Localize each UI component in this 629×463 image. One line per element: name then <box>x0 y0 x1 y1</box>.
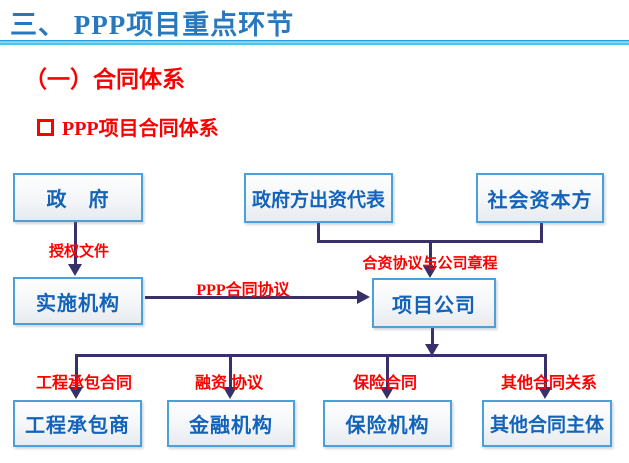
arrowhead-to-implementing-agency <box>68 264 82 276</box>
arrowhead-to-financial <box>223 387 237 399</box>
title-underline-rule <box>0 40 629 45</box>
branch-other <box>544 354 547 387</box>
node-insurance-institution: 保险机构 <box>323 400 452 447</box>
node-project-company: 项目公司 <box>372 278 496 328</box>
node-other-contract-parties: 其他合同主体 <box>482 400 612 447</box>
edge-label-ppp-contract: PPP合同协议 <box>196 282 290 299</box>
connector-ppp-contract <box>145 296 358 299</box>
connector-social-down <box>540 223 543 242</box>
edge-label-insurance-contract: 保险合同 <box>352 375 418 392</box>
node-government: 政 府 <box>13 173 143 222</box>
node-government-capital-representative: 政府方出资代表 <box>244 173 393 223</box>
branch-contractor <box>75 354 78 387</box>
connector-government-down <box>74 222 77 265</box>
connector-project-company-down <box>431 328 434 345</box>
arrowhead-to-project-company-top <box>423 266 437 278</box>
arrowhead-to-distribution-line <box>425 344 439 356</box>
arrowhead-to-other <box>538 387 552 399</box>
arrowhead-to-insurance <box>380 387 394 399</box>
square-bullet-icon <box>37 119 54 136</box>
bullet-item-text: PPP项目合同体系 <box>62 118 219 140</box>
arrowhead-to-project-company-left <box>357 290 370 304</box>
edge-label-financing-agreement: 融资 协议 <box>194 375 264 392</box>
branch-financial <box>229 354 232 387</box>
node-implementing-agency: 实施机构 <box>13 277 143 325</box>
node-social-capital-party: 社会资本方 <box>476 173 604 223</box>
arrowhead-to-contractor <box>69 387 83 399</box>
node-engineering-contractor: 工程承包商 <box>13 400 142 447</box>
slide-title: 三、 PPP项目重点环节 <box>10 10 295 40</box>
section-heading: （一）合同体系 <box>24 67 185 92</box>
branch-insurance <box>386 354 389 387</box>
edge-label-construction-contract: 工程承包合同 <box>35 375 133 392</box>
connector-merge-down <box>429 242 432 266</box>
edge-label-other-relations: 其他合同关系 <box>500 375 598 392</box>
edge-label-jv-agreement: 合资协议与公司章程 <box>362 256 498 272</box>
connector-govrep-down <box>317 223 320 242</box>
edge-label-authorization-document: 授权文件 <box>48 244 110 260</box>
connector-merge-horizontal <box>317 240 543 243</box>
node-financial-institution: 金融机构 <box>167 400 295 447</box>
connector-distribution-horizontal <box>75 354 547 357</box>
